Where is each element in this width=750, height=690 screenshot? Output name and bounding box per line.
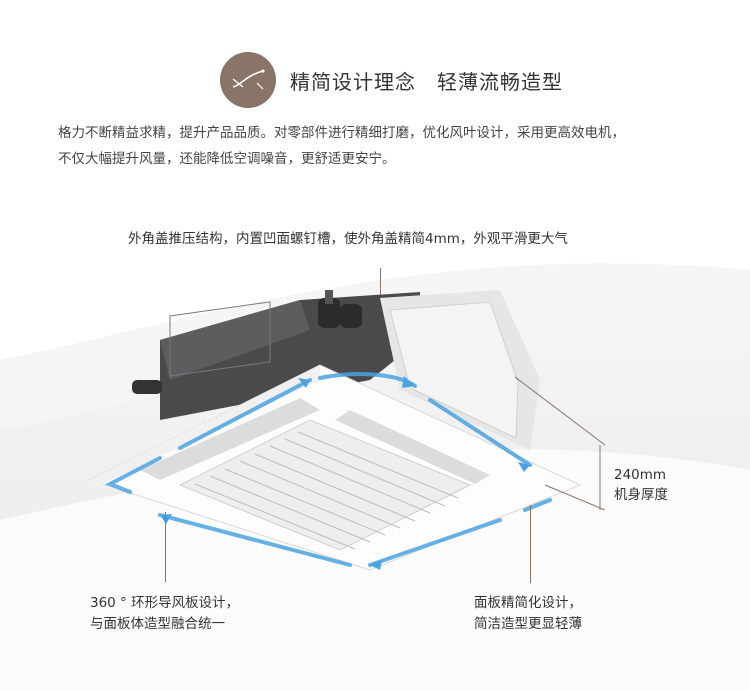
thickness-value: 240mm <box>614 467 667 483</box>
section-header: 精简设计理念 轻薄流畅造型 <box>220 52 563 108</box>
thickness-dimension-lines <box>514 376 606 511</box>
thickness-label: 机身厚度 <box>614 487 668 503</box>
panel-callout-line-2: 简洁造型更显轻薄 <box>474 616 582 632</box>
guide-callout-line-1: 360 ° 环形导风板设计， <box>90 595 240 611</box>
cassette-ac-unit-illustration <box>88 290 582 571</box>
description-line-1: 格力不断精益求精，提升产品品质。对零部件进行精细打磨，优化风叶设计，采用更高效电… <box>58 125 625 141</box>
panel-leader-line <box>530 505 531 583</box>
guide-leader-line <box>165 512 166 582</box>
description-line-2: 不仅大幅提升风量，还能降低空调噪音，更舒适更安宁。 <box>58 151 396 167</box>
curve-icon <box>220 52 276 108</box>
page-title: 精简设计理念 轻薄流畅造型 <box>290 69 563 94</box>
guide-callout-line-2: 与面板体造型融合统一 <box>90 616 225 632</box>
corner-cover-callout: 外角盖推压结构，内置凹面螺钉槽，使外角盖精简4mm，外观平滑更大气 <box>128 231 568 247</box>
panel-callout-line-1: 面板精简化设计， <box>474 595 582 611</box>
